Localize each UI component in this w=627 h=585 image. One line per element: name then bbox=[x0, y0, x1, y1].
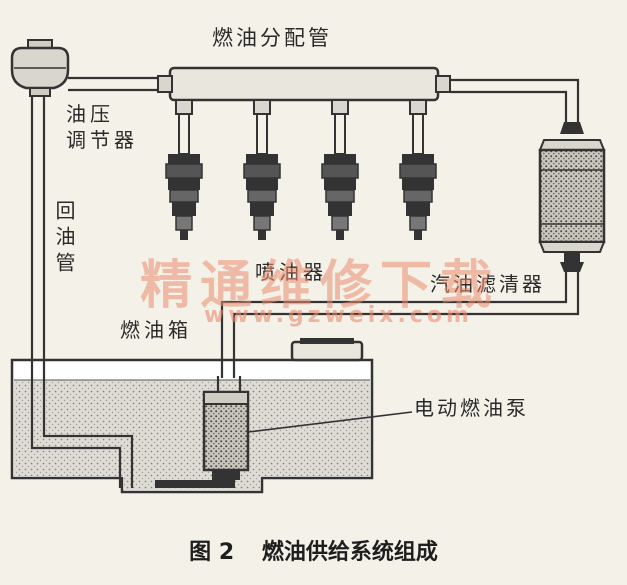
fuel-tank-label: 燃油箱 bbox=[120, 318, 192, 342]
filler-cap bbox=[290, 338, 364, 362]
injector-label: 喷油器 bbox=[255, 260, 327, 284]
pressure-regulator-label-line2: 调节器 bbox=[66, 128, 138, 152]
rail-to-filter-pipe bbox=[450, 78, 580, 122]
filter-to-pump-pipe bbox=[220, 272, 580, 378]
fuel-filter-label: 汽油滤清器 bbox=[430, 272, 545, 296]
pump-strainer bbox=[155, 480, 235, 488]
regulator-to-rail-pipe bbox=[68, 76, 170, 92]
fuel-filter bbox=[538, 122, 606, 272]
injector-4 bbox=[399, 99, 437, 240]
electric-fuel-pump bbox=[202, 376, 250, 480]
pressure-regulator bbox=[10, 39, 70, 97]
figure-title: 燃油供给系统组成 bbox=[261, 540, 438, 565]
fuel-rail bbox=[157, 66, 451, 102]
injector-3 bbox=[321, 99, 359, 240]
watermark-text: 精通维修下载 bbox=[140, 256, 501, 316]
injector-2 bbox=[243, 99, 281, 240]
return-line-pipe bbox=[30, 92, 134, 488]
injector-1 bbox=[165, 99, 203, 240]
electric-fuel-pump-label: 电动燃油泵 bbox=[414, 396, 529, 420]
pump-leader-line bbox=[247, 411, 413, 433]
return-line-label: 回油管 bbox=[52, 200, 76, 278]
watermark-url: www.gzweix.com bbox=[204, 303, 473, 328]
figure-number: 图 2 bbox=[189, 540, 235, 565]
figure-caption: 图 2 燃油供给系统组成 bbox=[0, 534, 627, 566]
pressure-regulator-label-line1: 油压 bbox=[66, 102, 114, 126]
fuel-rail-label: 燃油分配管 bbox=[212, 26, 332, 50]
fuel-tank bbox=[10, 358, 374, 494]
